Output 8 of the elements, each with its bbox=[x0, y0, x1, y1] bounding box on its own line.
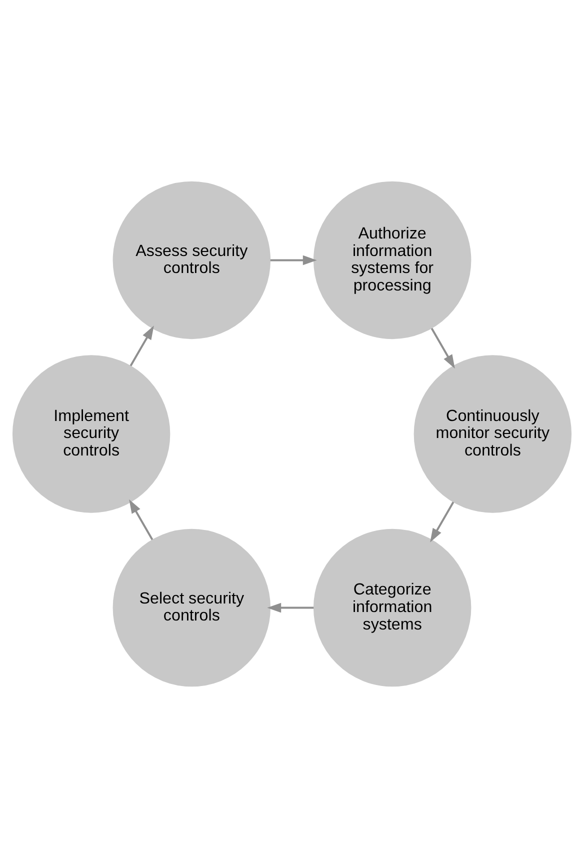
arrow bbox=[130, 326, 154, 366]
node-circle: Authorize information systems for processing bbox=[313, 181, 472, 340]
arrow bbox=[129, 499, 154, 540]
arrow bbox=[430, 502, 454, 542]
arrow bbox=[430, 328, 455, 369]
node-circle: Select security controls bbox=[112, 528, 271, 687]
arrow bbox=[267, 602, 314, 613]
arrow bbox=[270, 255, 317, 266]
